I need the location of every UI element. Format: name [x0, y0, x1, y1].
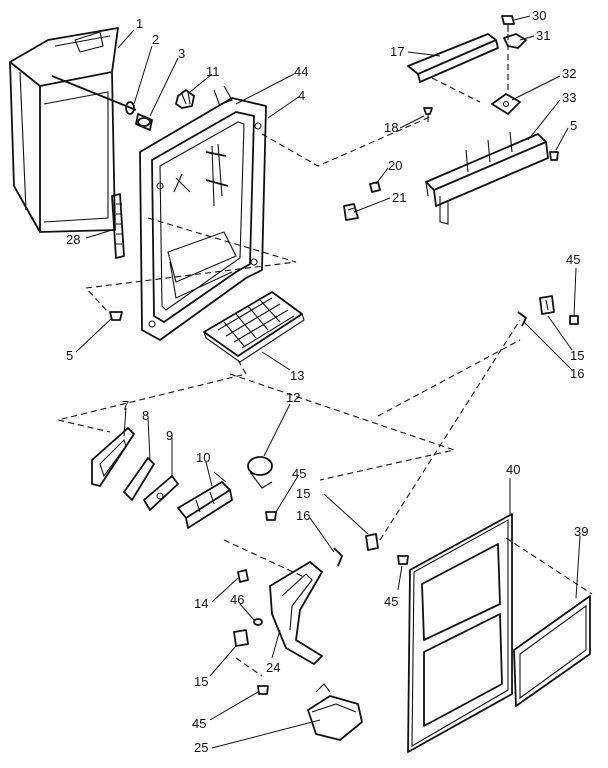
- label-8: 8: [142, 408, 149, 423]
- label-3: 3: [178, 46, 185, 61]
- label-45-lower: 45: [192, 716, 206, 731]
- part-46-washer: [253, 618, 263, 626]
- label-9: 9: [166, 428, 173, 443]
- label-45-right: 45: [566, 252, 580, 267]
- label-1: 1: [136, 16, 143, 31]
- label-33: 33: [562, 90, 576, 105]
- label-28: 28: [66, 232, 80, 247]
- label-12: 12: [286, 390, 300, 405]
- label-31: 31: [536, 28, 550, 43]
- label-16-mid: 16: [296, 508, 310, 523]
- label-15-right: 15: [570, 348, 584, 363]
- part-32-bracket: [491, 93, 521, 115]
- part-39-insert-panel: [513, 595, 591, 707]
- label-5-left: 5: [66, 348, 73, 363]
- part-40-door-panel: [407, 513, 513, 753]
- part-10-mechanism: [177, 481, 233, 529]
- label-13: 13: [290, 368, 304, 383]
- label-24: 24: [266, 660, 280, 675]
- part-9-plate: [143, 475, 179, 511]
- part-11-nut: [175, 89, 195, 109]
- part-number-labels: 1 2 3 11 44 4 17 30 31 32 33 18 5 20 21 …: [66, 8, 588, 755]
- label-15-lower: 15: [194, 674, 208, 689]
- part-24-actuator: [269, 561, 323, 665]
- label-18: 18: [384, 120, 398, 135]
- part-15-lower: [233, 629, 249, 647]
- label-46: 46: [230, 592, 244, 607]
- label-7: 7: [122, 398, 129, 413]
- part-12-motor: [247, 456, 273, 489]
- part-17-bar: [407, 33, 499, 83]
- label-17: 17: [390, 44, 404, 59]
- part-25-cup: [307, 683, 363, 741]
- part-21-clip: [343, 203, 359, 221]
- part-15-16-middle: [333, 533, 409, 567]
- part-1-housing: [9, 27, 119, 233]
- label-11: 11: [206, 64, 220, 79]
- part-5-screw-right: [549, 151, 559, 161]
- part-5-screw-left: [109, 311, 123, 321]
- part-33-rail: [425, 131, 549, 225]
- label-40: 40: [506, 462, 520, 477]
- label-44: 44: [294, 64, 308, 79]
- label-14: 14: [194, 596, 208, 611]
- label-25: 25: [194, 740, 208, 755]
- assembly-dashed-lines: [57, 24, 593, 677]
- label-15-mid: 15: [296, 486, 310, 501]
- label-4: 4: [298, 88, 305, 103]
- part-18-screw: [423, 107, 433, 122]
- label-21: 21: [392, 190, 406, 205]
- label-45-door: 45: [384, 594, 398, 609]
- label-2: 2: [152, 32, 159, 47]
- label-20: 20: [388, 158, 402, 173]
- part-13-drip-grille: [203, 291, 305, 363]
- part-4-frame: [139, 85, 267, 341]
- part-45-screw-lower: [257, 685, 269, 695]
- part-14-clip: [237, 569, 249, 583]
- label-32: 32: [562, 66, 576, 81]
- part-7-housing: [91, 427, 135, 487]
- label-30: 30: [532, 8, 546, 23]
- part-30-31-fasteners: [501, 15, 527, 49]
- leader-lines: [75, 15, 581, 749]
- label-5-right: 5: [570, 118, 577, 133]
- label-16-right: 16: [570, 366, 584, 381]
- part-45-screw-mid: [265, 511, 277, 521]
- part-28-strip: [111, 193, 125, 259]
- label-39: 39: [574, 524, 588, 539]
- part-8-flap: [123, 457, 155, 501]
- label-10: 10: [196, 450, 210, 465]
- part-2-3-shaft: [51, 75, 153, 131]
- part-20-screw: [369, 181, 381, 193]
- label-45-mid: 45: [292, 466, 306, 481]
- part-15-16-upper: [517, 295, 579, 327]
